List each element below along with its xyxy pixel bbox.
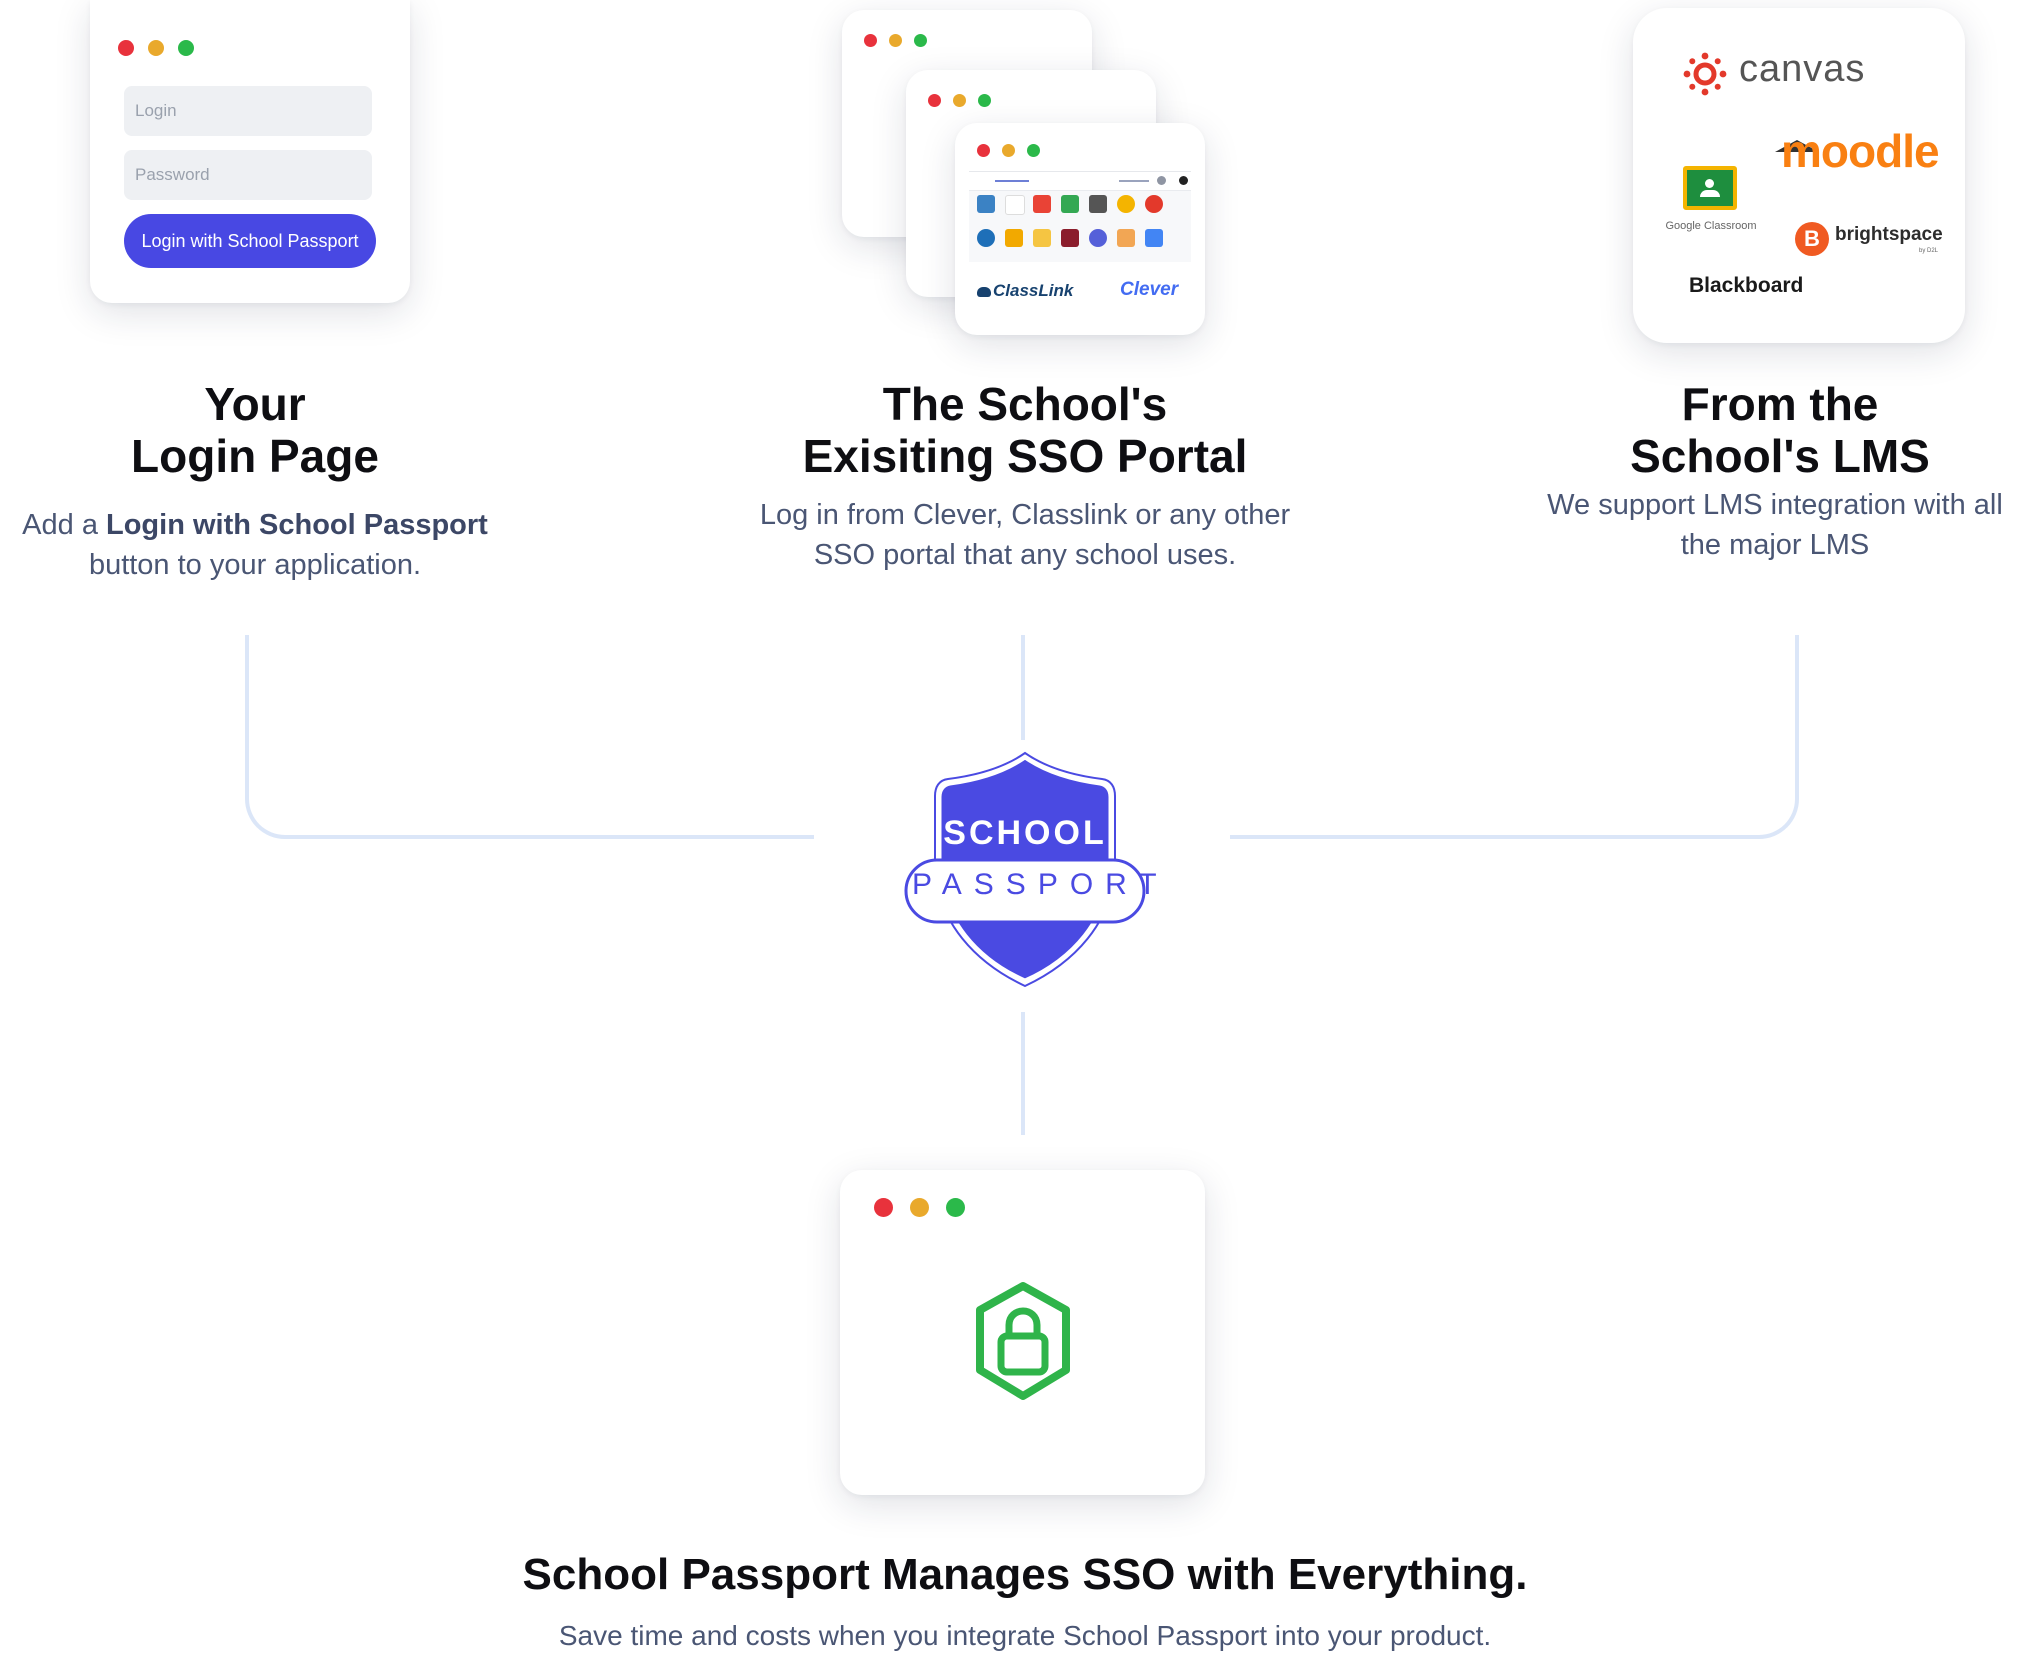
window-controls — [977, 144, 1040, 157]
maximize-dot-icon — [914, 34, 927, 47]
login-input[interactable]: Login — [124, 86, 372, 136]
minimize-dot-icon — [910, 1198, 929, 1217]
maximize-dot-icon — [946, 1198, 965, 1217]
column-2-description: Log in from Clever, Classlink or any oth… — [740, 495, 1310, 575]
canvas-label: canvas — [1739, 48, 1866, 90]
app-launchpad-preview — [969, 171, 1191, 262]
app-tile — [1033, 229, 1051, 247]
app-tile — [1033, 195, 1051, 213]
app-tile — [977, 195, 995, 213]
app-tile — [1005, 195, 1025, 215]
maximize-dot-icon — [178, 40, 194, 56]
window-controls — [928, 94, 991, 107]
column-2-desc-line2: SSO portal that any school uses. — [813, 539, 1237, 571]
minimize-dot-icon — [148, 40, 164, 56]
blackboard-label: Blackboard — [1689, 274, 1804, 297]
window-controls — [874, 1198, 965, 1217]
connector-center-top — [1021, 635, 1025, 740]
window-controls — [118, 40, 194, 56]
google-classroom-icon — [1683, 166, 1737, 210]
secure-app-card — [840, 1170, 1205, 1495]
minimize-dot-icon — [1002, 144, 1015, 157]
launchpad-title-bar — [995, 180, 1029, 182]
lms-logos-card: canvas moodle Google Classroom B brights… — [1633, 8, 1965, 343]
close-dot-icon — [874, 1198, 893, 1217]
minimize-dot-icon — [889, 34, 902, 47]
connector-center-bottom — [1021, 1012, 1025, 1135]
app-tile — [1089, 195, 1107, 213]
moodle-cap-icon — [1775, 140, 1819, 152]
classlink-logo: ClassLink — [977, 281, 1073, 301]
column-3-description: We support LMS integration with all the … — [1535, 485, 2015, 565]
close-dot-icon — [977, 144, 990, 157]
app-tile — [1061, 195, 1079, 213]
launchpad-user-bar — [1119, 180, 1149, 182]
column-2-desc-line1: Log in from Clever, Classlink or any oth… — [759, 499, 1291, 531]
close-dot-icon — [864, 34, 877, 47]
sso-portal-window: ClassLink Clever — [955, 123, 1205, 335]
classlink-label: ClassLink — [993, 281, 1074, 300]
password-input[interactable]: Password — [124, 150, 372, 200]
column-2-title-line2: Exisiting SSO Portal — [802, 430, 1248, 482]
clever-logo: Clever — [1120, 279, 1179, 300]
maximize-dot-icon — [978, 94, 991, 107]
close-dot-icon — [118, 40, 134, 56]
google-classroom-label: Google Classroom — [1665, 220, 1757, 232]
classlink-cloud-icon — [977, 286, 991, 297]
lock-shield-icon — [976, 1282, 1070, 1400]
canvas-logo-icon — [1683, 52, 1727, 96]
column-1-desc-suffix: button to your application. — [88, 549, 422, 581]
close-dot-icon — [928, 94, 941, 107]
maximize-dot-icon — [1027, 144, 1040, 157]
window-controls — [864, 34, 927, 47]
connector-left — [245, 635, 814, 839]
classroom-person-icon — [1705, 179, 1714, 188]
footer-heading: School Passport Manages SSO with Everyth… — [522, 1550, 1528, 1599]
launchpad-header — [969, 172, 1191, 191]
footer-subheading: Save time and costs when you integrate S… — [558, 1620, 1492, 1651]
column-3-desc-line2: the major LMS — [1680, 529, 1870, 561]
column-1-desc-bold: Login with School Passport — [106, 509, 488, 541]
column-1-title: Your Login Page — [50, 378, 460, 482]
column-3-title-line1: From the — [1681, 378, 1879, 430]
column-3-title-line2: School's LMS — [1630, 430, 1930, 482]
app-tile — [1061, 229, 1079, 247]
minimize-dot-icon — [953, 94, 966, 107]
brightspace-logo-icon: B — [1795, 222, 1829, 256]
classroom-person-body-icon — [1700, 190, 1720, 197]
login-with-school-passport-button[interactable]: Login with School Passport — [124, 214, 376, 268]
moodle-label: moodle — [1781, 125, 1940, 177]
column-3-title: From the School's LMS — [1560, 378, 2000, 482]
column-2-title-line1: The School's — [882, 378, 1168, 430]
app-tile — [1117, 195, 1135, 213]
column-1-desc-prefix: Add a — [22, 509, 106, 541]
badge-bottom-text: PASSPORT — [912, 868, 1169, 901]
launchpad-profile-icon — [1157, 176, 1166, 185]
launchpad-help-icon — [1179, 176, 1188, 185]
column-1-title-line1: Your — [204, 378, 306, 430]
app-tile — [977, 229, 995, 247]
app-tile — [1117, 229, 1135, 247]
column-3-desc-line1: We support LMS integration with all — [1547, 489, 2003, 521]
brightspace-label: brightspace — [1835, 224, 1943, 245]
brightspace-sub-label: by D2L — [1919, 248, 1939, 254]
app-tile — [1089, 229, 1107, 247]
connector-right — [1230, 635, 1799, 839]
app-tile — [1005, 229, 1023, 247]
app-tile — [1145, 229, 1163, 247]
column-1-title-line2: Login Page — [131, 430, 379, 482]
app-tile — [1145, 195, 1163, 213]
badge-top-text: SCHOOL — [943, 814, 1107, 852]
school-passport-shield-icon — [904, 751, 1146, 988]
column-2-title: The School's Exisiting SSO Portal — [760, 378, 1290, 482]
column-1-description: Add a Login with School Passport button … — [20, 505, 490, 585]
login-page-card: Login Password Login with School Passpor… — [90, 0, 410, 303]
